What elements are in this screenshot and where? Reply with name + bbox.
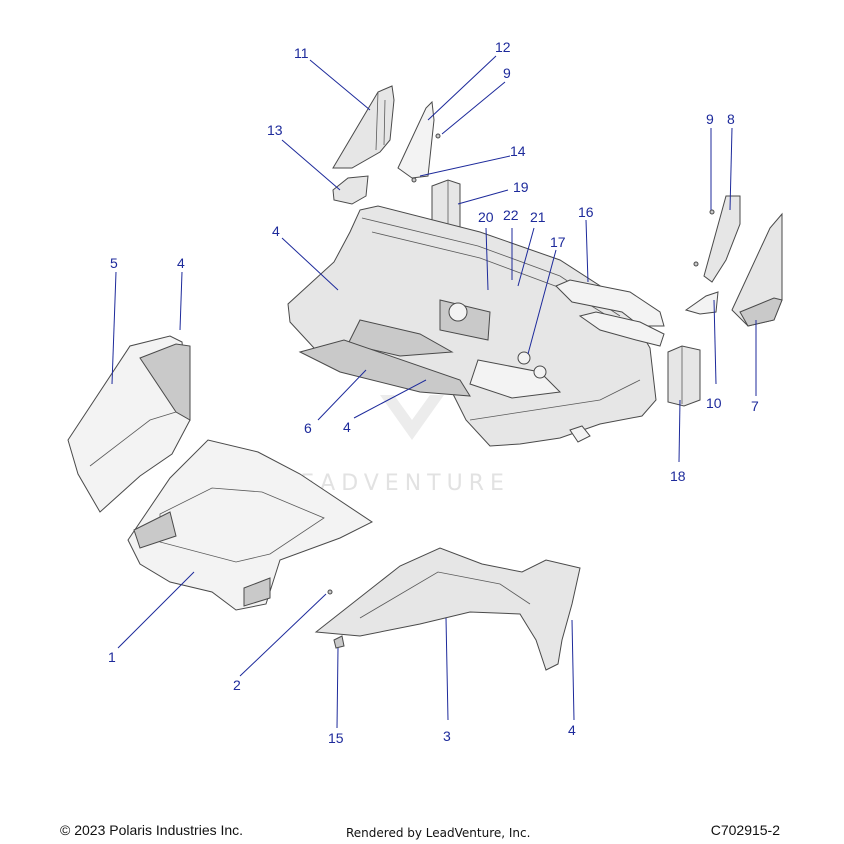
- part-5-side-panel: [67, 335, 191, 513]
- callout-7: 7: [751, 398, 759, 414]
- callout-1: 1: [108, 649, 116, 665]
- callout-21: 21: [530, 209, 546, 225]
- watermark: LEADVENTURE: [282, 395, 504, 496]
- part-8-bracket: [693, 195, 741, 283]
- callout-15: 15: [328, 730, 344, 746]
- rendered-by-text: Rendered by LeadVenture, Inc.: [346, 826, 531, 840]
- callout-5: 5: [110, 255, 118, 271]
- part-18-foam: [667, 345, 701, 407]
- part-12-gusset: [397, 100, 441, 183]
- part-3-fender: [314, 547, 581, 671]
- part-16-tube: [555, 279, 665, 347]
- callout-3: 3: [443, 728, 451, 744]
- callout-8: 8: [727, 111, 735, 127]
- callout-10: 10: [706, 395, 722, 411]
- callout-4: 4: [343, 419, 351, 435]
- main-firewall-panel: [287, 205, 657, 447]
- part-11-bracket: [332, 85, 395, 169]
- copyright-text: © 2023 Polaris Industries Inc.: [60, 822, 244, 838]
- part-13-clip: [332, 175, 369, 205]
- leader-lines: [111, 55, 757, 729]
- callout-9: 9: [503, 65, 511, 81]
- callout-17: 17: [550, 234, 566, 250]
- callout-16: 16: [578, 204, 594, 220]
- drawing-number: C702915-2: [710, 822, 780, 838]
- callout-19: 19: [513, 179, 529, 195]
- part-7-side-panel: [731, 212, 783, 327]
- part-10-plate: [684, 291, 719, 315]
- callout-22: 22: [503, 207, 519, 223]
- callout-6: 6: [304, 420, 312, 436]
- callout-11: 11: [294, 45, 309, 61]
- callout-labels: 11 12 9 13 14 19 20 22 21 16 17 4 5 4 9 …: [108, 39, 759, 746]
- part-6-shelf: [298, 339, 471, 397]
- callout-18: 18: [670, 468, 686, 484]
- callout-14: 14: [510, 143, 526, 159]
- callout-4: 4: [568, 722, 576, 738]
- callout-13: 13: [267, 122, 283, 138]
- callout-12: 12: [495, 39, 511, 55]
- callout-4: 4: [272, 223, 280, 239]
- part-1-hood: [127, 439, 373, 611]
- callout-4: 4: [177, 255, 185, 271]
- callout-9: 9: [706, 111, 714, 127]
- callout-20: 20: [478, 209, 494, 225]
- callout-2: 2: [233, 677, 241, 693]
